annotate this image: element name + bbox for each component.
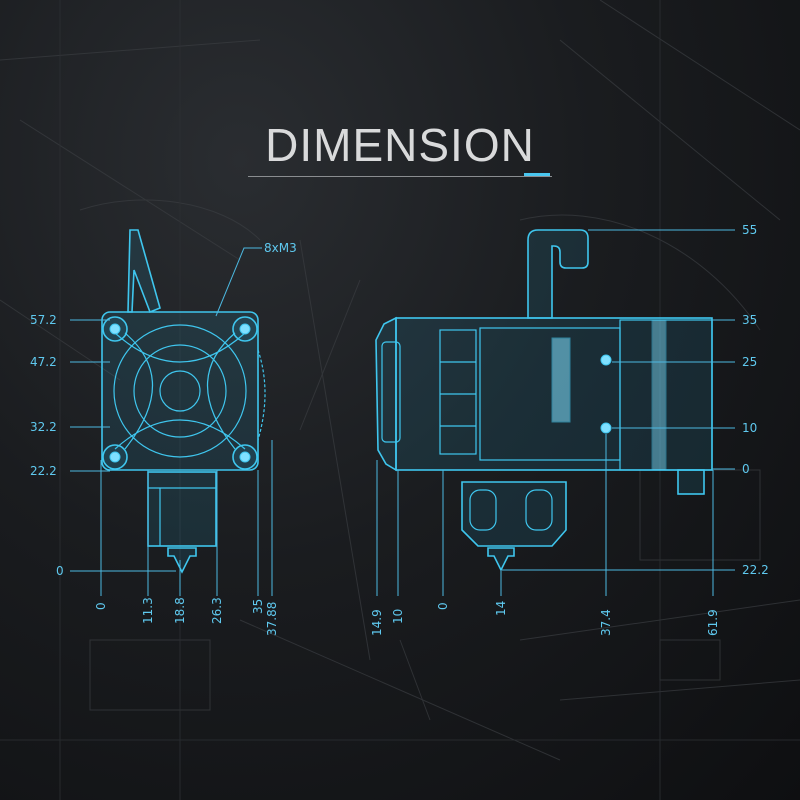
front-screw-hole xyxy=(109,451,121,463)
side-height-label: 25 xyxy=(742,355,757,369)
title-underline xyxy=(248,176,552,177)
side-mount-hole xyxy=(600,354,612,366)
side-view xyxy=(375,229,713,572)
front-width-label: 0 xyxy=(94,602,108,610)
side-hotend-block xyxy=(461,481,567,547)
front-width-label: 18.8 xyxy=(173,597,187,624)
front-filament-arm xyxy=(127,229,161,314)
front-width-label: 26.3 xyxy=(210,597,224,624)
side-width-label: 10 xyxy=(391,609,405,624)
front-width-labels: 0 11.3 18.8 26.3 35 37.88 xyxy=(94,597,279,636)
title-accent-bar xyxy=(524,173,550,176)
side-motor-connector xyxy=(677,469,705,495)
front-height-label: 0 xyxy=(56,564,64,578)
side-heater-window xyxy=(469,489,497,531)
front-nozzle xyxy=(167,547,197,574)
front-height-label: 57.2 xyxy=(30,313,57,327)
side-width-labels: 14.9 10 0 14 37.4 61.9 xyxy=(370,601,720,636)
side-height-label: 55 xyxy=(742,223,757,237)
front-callout-label: 8xM3 xyxy=(264,241,297,255)
side-mount-hole xyxy=(600,422,612,434)
page-title: DIMENSION xyxy=(265,119,535,171)
front-height-label: 22.2 xyxy=(30,464,57,478)
front-screw-hole xyxy=(109,323,121,335)
front-fan-inner xyxy=(133,344,227,438)
side-view-dimension-lines xyxy=(376,229,735,596)
side-height-label: 10 xyxy=(742,421,757,435)
side-motor xyxy=(619,319,713,471)
side-width-label: 14.9 xyxy=(370,609,384,636)
side-filament-guide xyxy=(527,229,589,319)
side-fin-block xyxy=(439,329,477,455)
side-width-label: 37.4 xyxy=(599,609,613,636)
side-height-label: 22.2 xyxy=(742,563,769,577)
side-nozzle xyxy=(487,547,515,572)
front-height-label: 47.2 xyxy=(30,355,57,369)
front-view-dimension-lines xyxy=(70,247,273,596)
side-width-label: 61.9 xyxy=(706,609,720,636)
front-heatsink xyxy=(147,471,217,547)
front-gear xyxy=(257,349,266,441)
side-heater-window xyxy=(525,489,553,531)
side-left-clip xyxy=(375,316,397,472)
side-width-label: 0 xyxy=(436,602,450,610)
front-width-label: 35 xyxy=(251,599,265,614)
side-gear-strip xyxy=(551,337,571,423)
front-fan-hub xyxy=(159,370,201,412)
side-height-label: 35 xyxy=(742,313,757,327)
side-height-label: 0 xyxy=(742,462,750,476)
front-view xyxy=(101,229,266,574)
side-width-label: 14 xyxy=(494,601,508,616)
side-clip-detail xyxy=(381,341,401,443)
front-screw-hole xyxy=(239,451,251,463)
front-width-label: 11.3 xyxy=(141,597,155,624)
front-fan-ring xyxy=(113,324,247,458)
side-motor-ribs xyxy=(651,319,667,471)
front-screw-hole xyxy=(239,323,251,335)
front-fan-guard xyxy=(114,332,246,450)
front-width-label: 37.88 xyxy=(265,602,279,636)
front-height-label: 32.2 xyxy=(30,420,57,434)
